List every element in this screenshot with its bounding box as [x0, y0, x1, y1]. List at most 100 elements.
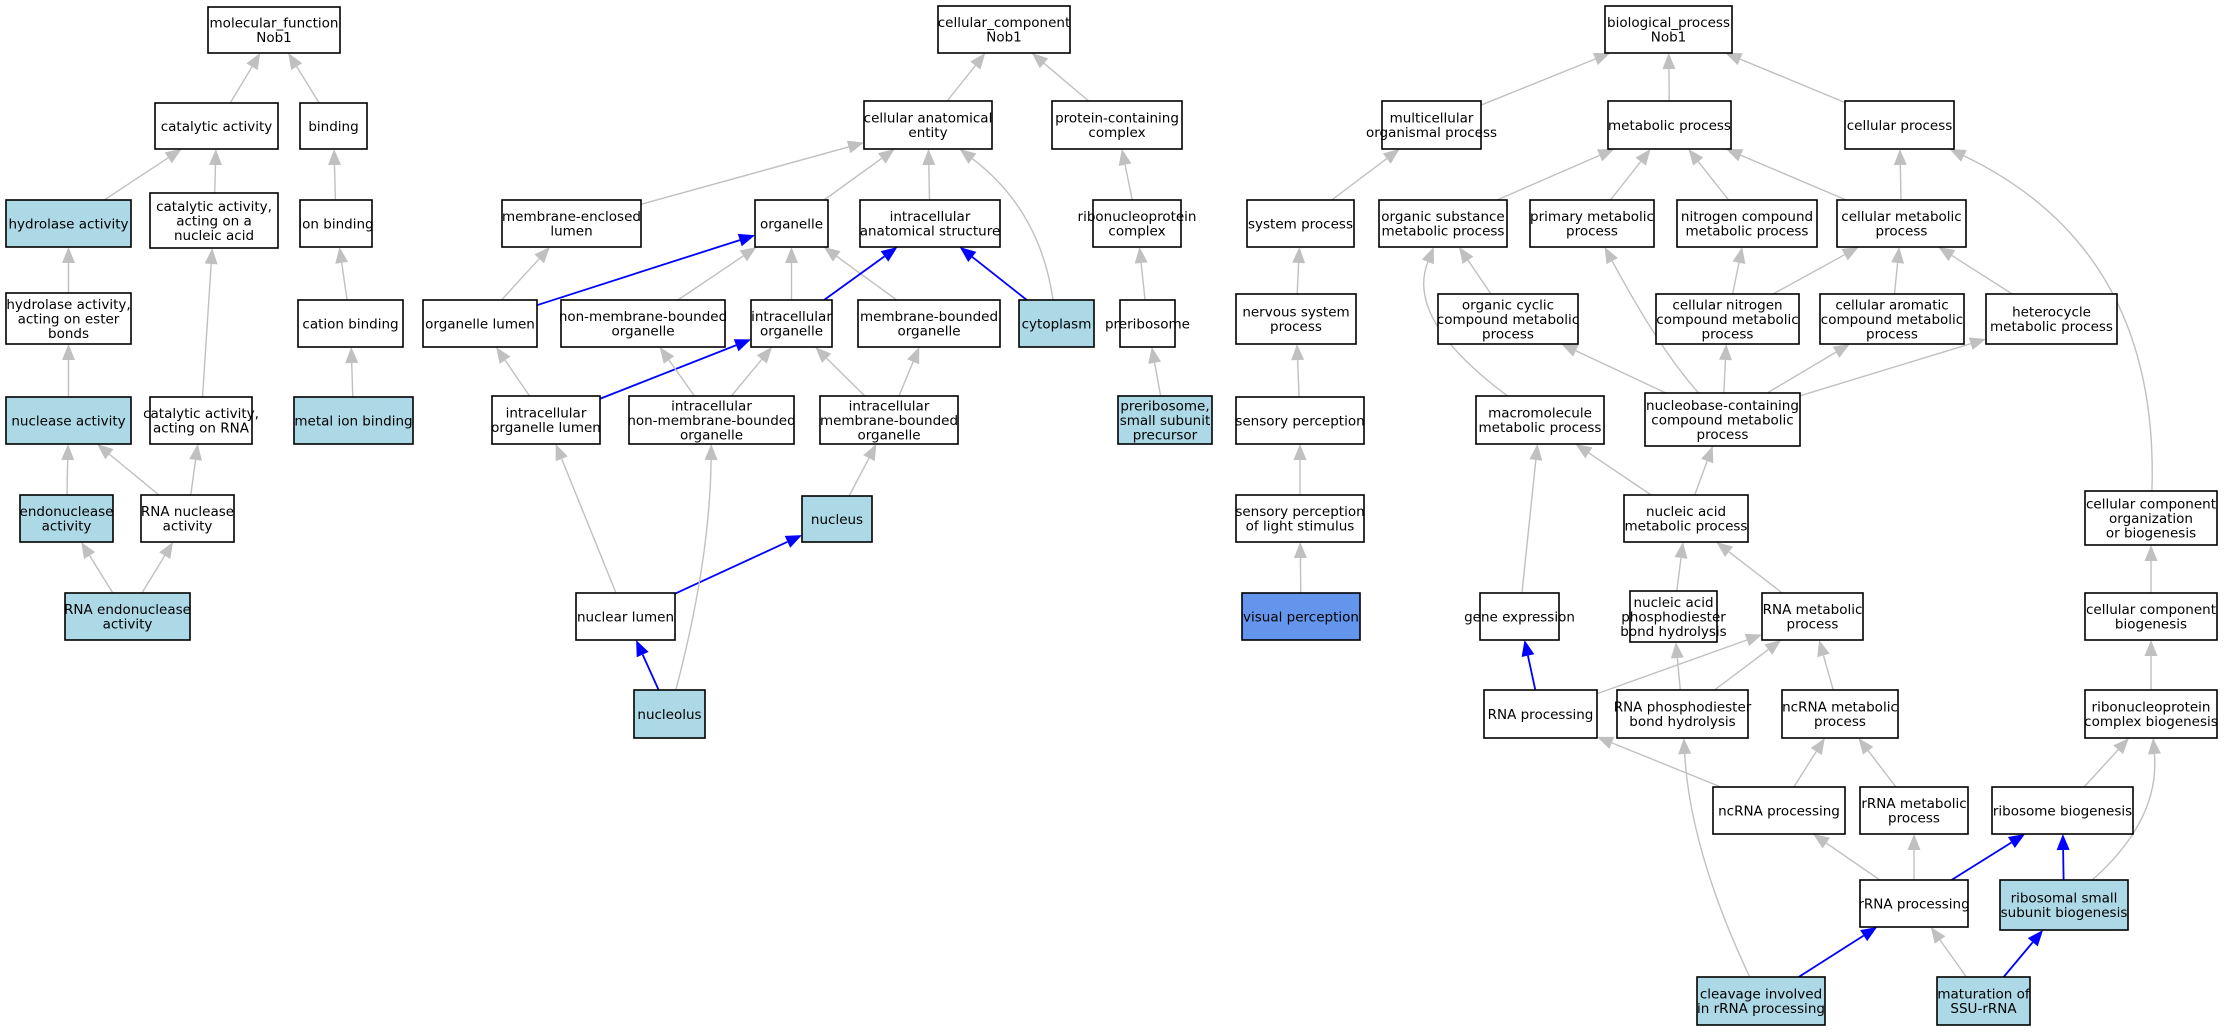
edge-line	[1588, 452, 1652, 496]
node-preribosome[interactable]: preribosome	[1105, 299, 1190, 348]
node-label: organic cyclic	[1462, 297, 1554, 313]
node-nuclease[interactable]: nuclease activity	[5, 396, 132, 445]
edge-ccob-to-cellular-proc	[1949, 149, 2153, 492]
node-label: system process	[1248, 216, 1353, 232]
node-cytoplasm[interactable]: cytoplasm	[1018, 299, 1095, 348]
node-label: bonds	[48, 326, 89, 342]
node-system-proc[interactable]: system process	[1246, 199, 1355, 248]
node-label: RNA endonuclease	[64, 602, 191, 618]
node-label: cation binding	[302, 316, 398, 332]
node-nucleus[interactable]: nucleus	[801, 495, 873, 543]
node-visual[interactable]: visual perception	[1241, 592, 1361, 641]
node-label: in rRNA processing	[1697, 1001, 1825, 1017]
node-hydrolase[interactable]: hydrolase activity	[5, 199, 132, 248]
node-organelle[interactable]: organelle	[754, 199, 829, 248]
node-cation-binding[interactable]: cation binding	[297, 299, 404, 348]
node-nucleolus[interactable]: nucleolus	[633, 689, 706, 739]
node-label: acting on a	[176, 213, 252, 229]
node-binding[interactable]: binding	[299, 102, 368, 150]
edge-nmbo-to-organelle	[677, 247, 757, 301]
edge-cat-rna-to-cat-nucleic	[201, 248, 218, 398]
node-ribo-biogen[interactable]: ribosome biogenesis	[1991, 786, 2134, 835]
node-sensory[interactable]: sensory perception	[1235, 396, 1365, 445]
node-metabolic[interactable]: metabolic process	[1607, 100, 1732, 150]
arrowhead	[959, 247, 977, 263]
node-label: nucleolus	[637, 707, 701, 723]
node-box	[1235, 396, 1365, 445]
node-label: organelle lumen	[491, 420, 601, 436]
node-label: compound metabolic	[1656, 312, 1798, 328]
node-catalytic[interactable]: catalytic activity	[154, 102, 279, 150]
arrowhead	[1148, 347, 1162, 364]
node-rna-proc[interactable]: RNA processing	[1483, 689, 1598, 739]
arrowhead	[1764, 640, 1782, 655]
node-nuclear-lumen[interactable]: nuclear lumen	[575, 592, 676, 641]
node-ic-nmbo[interactable]: intracellularnon-membrane-boundedorganel…	[627, 395, 796, 445]
node-rrna-proc[interactable]: rRNA processing	[1858, 879, 1970, 928]
node-org-lumen[interactable]: organelle lumen	[422, 299, 538, 348]
node-ion-binding[interactable]: ion binding	[298, 199, 374, 248]
node-cat-rna[interactable]: catalytic activity,acting on RNA	[143, 396, 259, 445]
node-ncrna-proc[interactable]: ncRNA processing	[1712, 786, 1846, 835]
node-box	[154, 102, 279, 150]
node-label: visual perception	[1243, 609, 1359, 625]
arrowhead	[877, 149, 895, 164]
node-box	[801, 495, 873, 543]
node-box	[560, 299, 726, 348]
edge-line	[826, 357, 866, 397]
node-metal-ion[interactable]: metal ion binding	[293, 396, 414, 445]
node-gene-expr[interactable]: gene expression	[1464, 592, 1575, 641]
node-label: cellular anatomical	[864, 111, 993, 127]
node-cellular-proc[interactable]: cellular process	[1844, 100, 1955, 150]
edge-line	[1731, 262, 1740, 295]
edge-line	[66, 459, 69, 496]
arrowhead	[97, 444, 114, 460]
edge-prim-met-to-metabolic	[1609, 149, 1651, 201]
node-label: gene expression	[1464, 609, 1575, 625]
